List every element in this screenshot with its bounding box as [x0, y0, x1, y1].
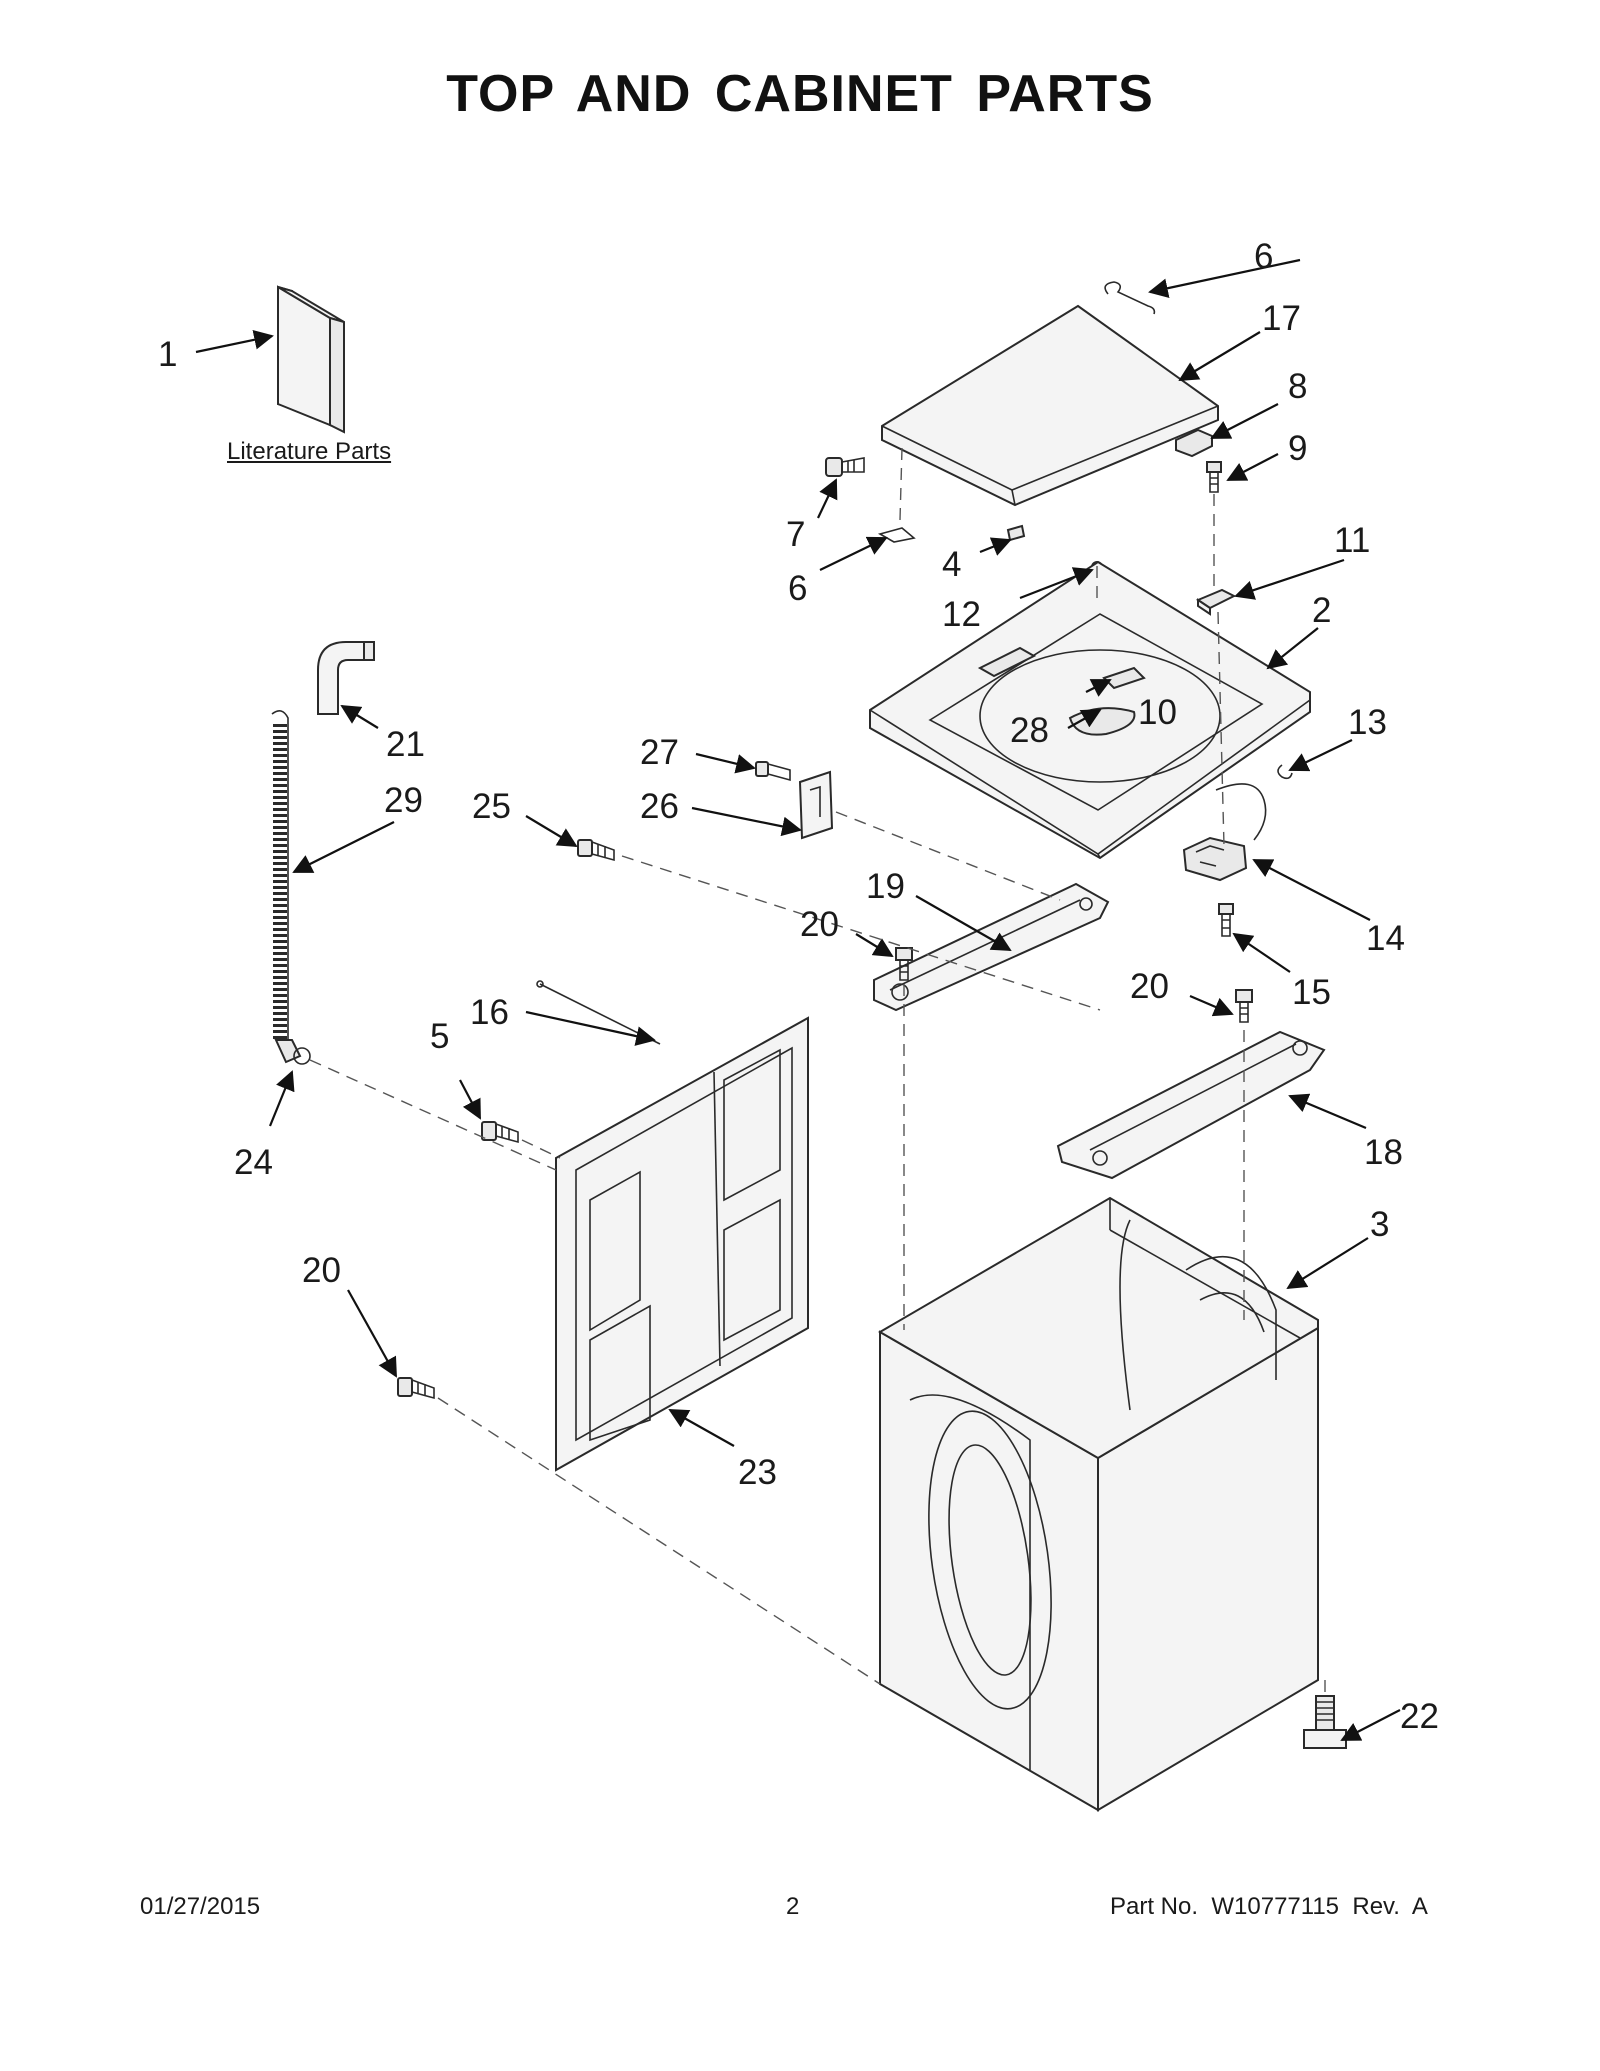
callout-11: 11 [1334, 521, 1370, 560]
callout-3: 17 [1262, 299, 1301, 338]
callout-29: 29 [384, 781, 423, 820]
footer-part-number: Part No. W10777115 Rev. A [1110, 1893, 1428, 1920]
leveling-leg [1303, 1695, 1347, 1749]
callout-16: 16 [470, 993, 509, 1032]
callout-9: 9 [1288, 429, 1307, 468]
callout-1: 1 [158, 335, 177, 374]
page-title: TOP AND CABINET PARTS [446, 65, 1154, 123]
leader-arrows [195, 258, 1401, 1741]
hinge-wire-top [1104, 281, 1156, 315]
callout-17: 3 [1370, 1205, 1389, 1244]
callout-19: 19 [866, 867, 905, 906]
callout-labels: 1 2 17 4 5 6 6 7 8 9 10 11 12 13 14 15 1… [158, 237, 1439, 1736]
hinge-screw-7 [825, 457, 865, 477]
callout-13: 13 [1348, 703, 1387, 742]
lid [881, 304, 1219, 507]
assembly-lines [309, 447, 1326, 1696]
literature-parts-label: Literature Parts [227, 438, 392, 465]
lid-lock-assembly [1182, 783, 1267, 882]
footer-date: 01/27/2015 [140, 1893, 261, 1920]
callout-7: 7 [786, 515, 805, 554]
callout-2: 2 [1312, 591, 1331, 630]
callout-25: 25 [472, 787, 511, 826]
callout-14: 14 [1366, 919, 1405, 958]
callout-20a: 20 [800, 905, 839, 944]
screw-20-b [1235, 989, 1253, 1023]
cabinet [878, 1196, 1319, 1812]
callout-22: 22 [1400, 1697, 1439, 1736]
rear-top-bracket [1056, 1030, 1326, 1180]
callout-23: 23 [738, 1453, 777, 1492]
callout-24: 24 [234, 1143, 273, 1182]
callout-10: 10 [1138, 693, 1177, 732]
callout-5: 5 [430, 1017, 449, 1056]
callout-21: 21 [386, 725, 425, 764]
ground-wire [536, 980, 661, 1045]
lid-lock-cover [1195, 588, 1237, 616]
callout-15: 15 [1292, 973, 1331, 1012]
screw-15 [1218, 903, 1234, 937]
callout-28: 28 [1010, 711, 1049, 750]
callout-6b: 6 [788, 569, 807, 608]
top-panel [869, 560, 1311, 860]
callout-12: 12 [942, 595, 981, 634]
callout-18: 18 [1364, 1133, 1403, 1172]
screw-5 [481, 1121, 519, 1144]
callout-26: 26 [640, 787, 679, 826]
hinge-wire-bottom [877, 527, 916, 543]
callout-6a: 6 [1254, 237, 1273, 276]
lid-bumper [1006, 524, 1026, 542]
literature-booklet [277, 285, 345, 434]
clip-13 [1277, 764, 1293, 780]
hose-clamp [293, 1047, 311, 1065]
rear-panel [555, 1016, 809, 1472]
callout-27: 27 [640, 733, 679, 772]
screw-25 [577, 839, 615, 862]
footer-page-number: 2 [786, 1893, 800, 1920]
screw-20-c [397, 1377, 435, 1400]
callout-4: 4 [942, 545, 961, 584]
hose-bracket [798, 770, 834, 840]
drain-hose-elbow [317, 641, 375, 715]
drain-hose [271, 710, 302, 1064]
screw-27 [755, 761, 791, 782]
callout-20c: 20 [302, 1251, 341, 1290]
callout-8: 8 [1288, 367, 1307, 406]
callout-20b: 20 [1130, 967, 1169, 1006]
lid-switch-actuator [1175, 428, 1213, 458]
screw-20-a [895, 947, 913, 981]
screw-9 [1206, 461, 1222, 493]
